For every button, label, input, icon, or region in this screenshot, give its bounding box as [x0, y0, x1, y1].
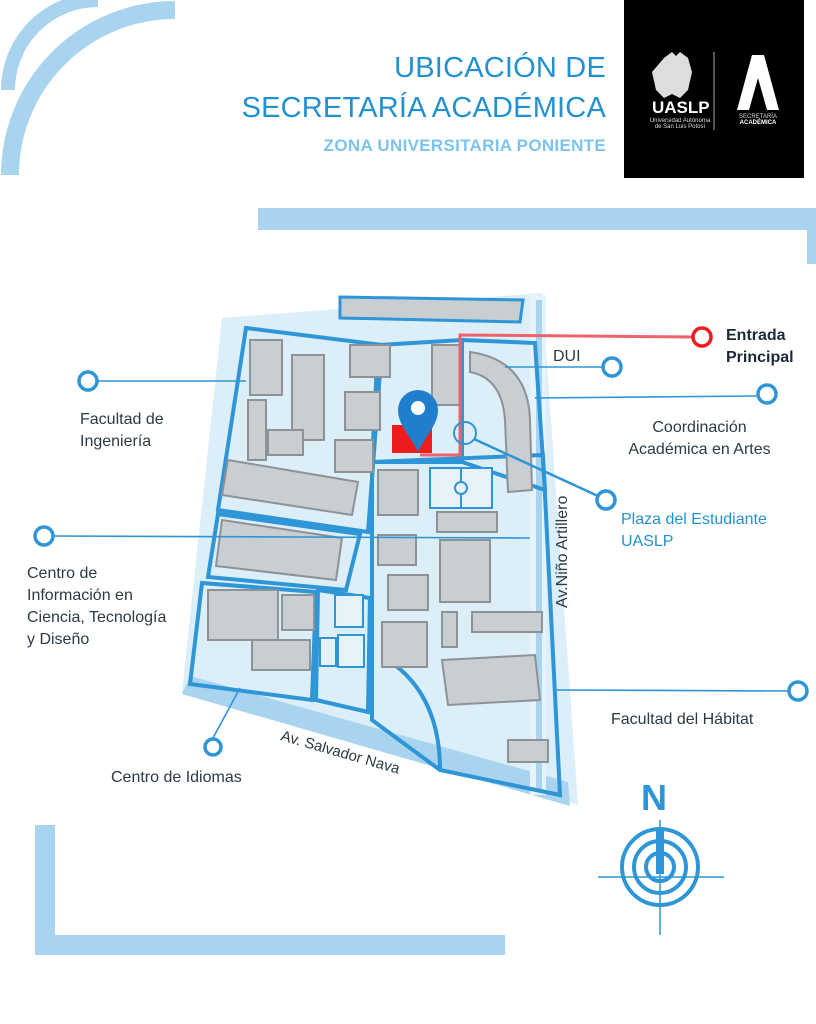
label-dui: DUI [553, 348, 581, 365]
label-habitat: Facultad del Hábitat [611, 711, 754, 728]
street-nino-artillero: Av.Niño Artillero [554, 496, 571, 608]
label-entrada-2: Principal [726, 349, 794, 366]
label-plaza-1: Plaza del Estudiante [621, 511, 767, 528]
location-pin-icon[interactable] [398, 390, 438, 452]
logo-uaslp: UASLP [652, 98, 710, 117]
decor-arc-outer [1, 1, 176, 176]
logo-office-2: ACADÉMICA [739, 120, 777, 126]
label-plaza-2: UASLP [621, 533, 674, 550]
sports-fields [319, 467, 493, 668]
road-salvador-nava [182, 676, 570, 806]
title-line-2: SECRETARÍA ACADÉMICA [241, 92, 606, 124]
label-ingenieria-1: Facultad de [80, 411, 164, 428]
subtitle: ZONA UNIVERSITARIA PONIENTE [323, 136, 606, 155]
label-ingenieria: Facultad de Ingeniería [80, 409, 164, 453]
label-coordinacion: Coordinación Académica en Artes [612, 417, 787, 461]
callout-lines [52, 366, 790, 739]
label-centro-informacion: Centro de Información en Ciencia, Tecnol… [27, 563, 166, 651]
decor-arc-inner [1, 0, 99, 91]
marker-centro-informacion[interactable] [33, 525, 55, 547]
decor-bar-top [258, 208, 816, 230]
marker-coordinacion[interactable] [756, 383, 778, 405]
label-entrada-1: Entrada [726, 327, 786, 344]
logo-name-2: de San Luis Potosí [654, 124, 706, 130]
label-idiomas: Centro de Idiomas [111, 769, 242, 786]
label-centro-3: Ciencia, Tecnología [27, 609, 167, 626]
decor-bar-bottom [35, 825, 55, 955]
logo: UASLP Universidad Autónoma de San Luis P… [624, 0, 804, 178]
route-line [420, 333, 694, 457]
label-entrada-principal: Entrada Principal [726, 325, 794, 369]
label-plaza: Plaza del Estudiante UASLP [621, 509, 767, 553]
label-centro-4: y Diseño [27, 631, 90, 648]
marker-dui[interactable] [601, 356, 623, 378]
compass-icon [598, 820, 724, 935]
marker-habitat[interactable] [787, 680, 809, 702]
uaslp-shield-icon [652, 52, 779, 130]
buildings [207, 339, 549, 763]
marker-plaza[interactable] [595, 489, 617, 511]
label-ingenieria-2: Ingeniería [80, 433, 152, 450]
plaza-marker [453, 421, 477, 445]
road-nino-artillero [536, 300, 542, 790]
marker-idiomas[interactable] [203, 737, 223, 757]
marker-entrada[interactable] [691, 326, 713, 348]
compass-north-label: N [641, 777, 667, 818]
label-centro-2: Información en [27, 587, 133, 604]
logo-name-1: Universidad Autónoma [649, 118, 711, 124]
marker-ingenieria[interactable] [77, 370, 99, 392]
label-centro-1: Centro de [27, 565, 98, 582]
label-coordinacion-1: Coordinación [652, 419, 747, 436]
academica-a-icon [737, 55, 779, 110]
title-line-1: UBICACIÓN DE [394, 52, 606, 84]
label-coordinacion-2: Académica en Artes [628, 441, 771, 458]
logo-office-1: SECRETARÍA [739, 114, 777, 120]
